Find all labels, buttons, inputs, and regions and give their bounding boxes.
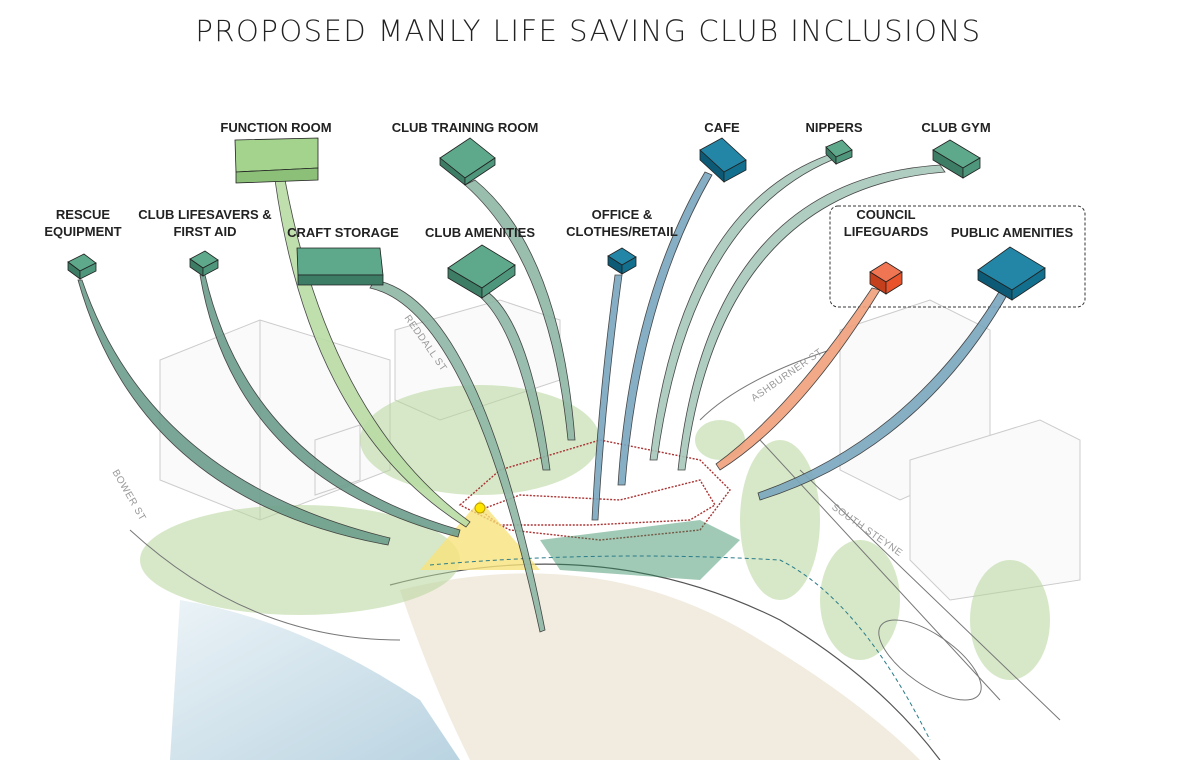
arrow-gym xyxy=(677,164,946,471)
box-office xyxy=(607,247,637,275)
club-footprint xyxy=(458,439,731,541)
box-club-gym xyxy=(932,139,981,179)
marker-dot xyxy=(474,502,486,514)
arrow-office xyxy=(591,274,623,521)
arrow-rescue xyxy=(77,279,391,546)
label-nippers: NIPPERS xyxy=(805,120,863,135)
green-hatched-zone xyxy=(540,520,740,580)
box-council-lifeguards xyxy=(869,261,903,295)
box-lifesavers xyxy=(189,250,219,277)
label-public-amenities: PUBLIC AMENITIES xyxy=(950,225,1074,240)
arrows xyxy=(77,154,1011,633)
box-craft-storage xyxy=(296,247,384,286)
box-club-training-room xyxy=(439,137,496,186)
diagram-title: PROPOSED MANLY LIFE SAVING CLUB INCLUSIO… xyxy=(195,14,982,48)
label-function-room: FUNCTION ROOM xyxy=(220,120,332,135)
arrow-nippers xyxy=(649,154,833,461)
label-craft-storage: CRAFT STORAGE xyxy=(287,225,399,240)
box-club-amenities xyxy=(447,244,516,299)
label-council-lifeguards: COUNCIL LIFEGUARDS xyxy=(843,207,929,239)
label-club-training-room: CLUB TRAINING ROOM xyxy=(391,120,539,135)
box-public-amenities xyxy=(977,246,1046,301)
label-club-gym: CLUB GYM xyxy=(921,120,991,135)
label-rescue-equipment: RESCUE EQUIPMENT xyxy=(44,207,122,239)
label-club-amenities: CLUB AMENITIES xyxy=(424,225,536,240)
yellow-zone xyxy=(420,500,540,570)
beach xyxy=(400,573,920,760)
label-office-clothes-retail: OFFICE & CLOTHES/RETAIL xyxy=(566,207,678,239)
arrow-function xyxy=(274,179,471,528)
box-cafe xyxy=(699,137,747,183)
box-function-room xyxy=(234,137,319,184)
arrow-council xyxy=(715,287,881,471)
arrow-craft xyxy=(369,279,546,633)
label-lifesavers-first-aid: CLUB LIFESAVERS & FIRST AID xyxy=(138,207,272,239)
arrow-amenities xyxy=(477,289,551,471)
arrow-cafe xyxy=(617,171,713,486)
box-nippers xyxy=(825,139,853,165)
box-rescue-equipment xyxy=(67,253,97,280)
arrow-training xyxy=(464,179,576,441)
arrow-lifesavers xyxy=(199,274,461,538)
sea xyxy=(170,600,460,760)
label-cafe: CAFE xyxy=(704,120,740,135)
arrow-public xyxy=(757,286,1011,501)
council-public-group-box xyxy=(829,205,1086,308)
inclusion-boxes xyxy=(67,137,1046,301)
